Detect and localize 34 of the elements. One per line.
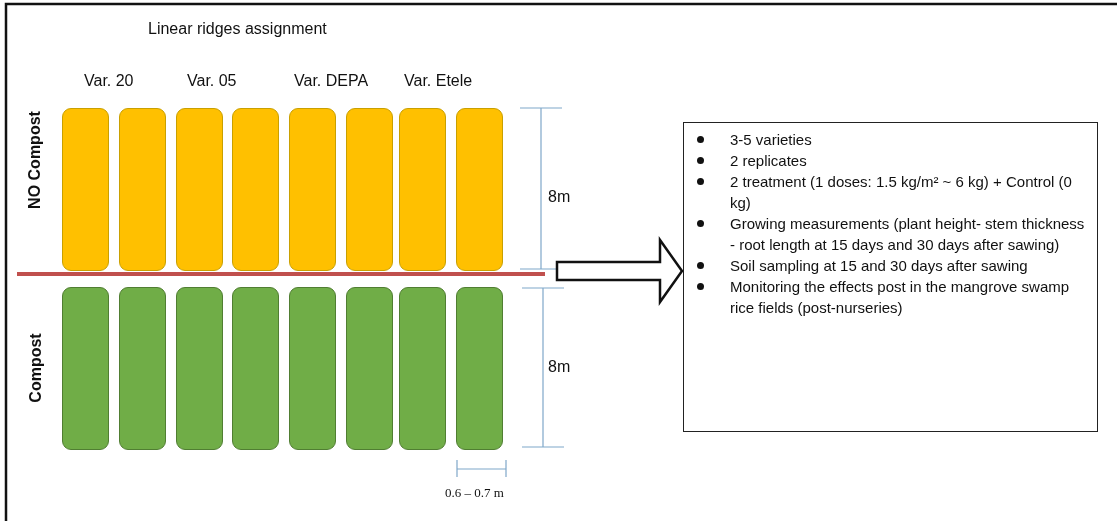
ridge-plot [232,287,279,450]
bullet-text: Growing measurements (plant height- stem thickness - root length at 15 days and 30 days after sawing) [730,215,1085,253]
ridge-plot [119,108,166,271]
ridge-plot [399,108,446,271]
ridge-plot [62,287,109,450]
ridge-plot [62,108,109,271]
column-label: Var. 05 [187,72,237,90]
bullet-text: 3-5 varieties [730,131,812,148]
ridge-plot [289,287,336,450]
column-label: Var. 20 [84,72,134,90]
bullet-text: 2 treatment (1 doses: 1.5 kg/m² ~ 6 kg) + Control (0 kg) [730,173,1072,211]
row-label: NO Compost [25,111,44,209]
column-label: Var. Etele [404,72,473,90]
bullet-text: Soil sampling at 15 and 30 days after sawing [730,257,1028,274]
bullet-text: Monitoring the effects post in the mangrove swamp rice fields (post-nurseries) [730,278,1070,316]
ridge-plot [232,108,279,271]
text-panel [683,122,1098,432]
block-arrow [555,236,684,306]
bullet-text: 2 replicates [730,152,807,169]
ridge-plot [176,108,223,271]
row-label: Compost [26,333,45,403]
ridge-plot [176,287,223,450]
ridge-plot [346,108,393,271]
heading: Linear ridges assignment [148,20,327,38]
dimension-label: 8m [548,358,571,376]
ridge-plot [456,287,503,450]
ridge-plot [289,108,336,271]
ridge-plot [119,287,166,450]
dimension-label: 8m [548,188,571,206]
ridge-plot [346,287,393,450]
ridge-plot [456,108,503,271]
dimension-label: 0.6 – 0.7 m [445,485,504,501]
column-label: Var. DEPA [294,72,369,90]
ridge-plot [399,287,446,450]
